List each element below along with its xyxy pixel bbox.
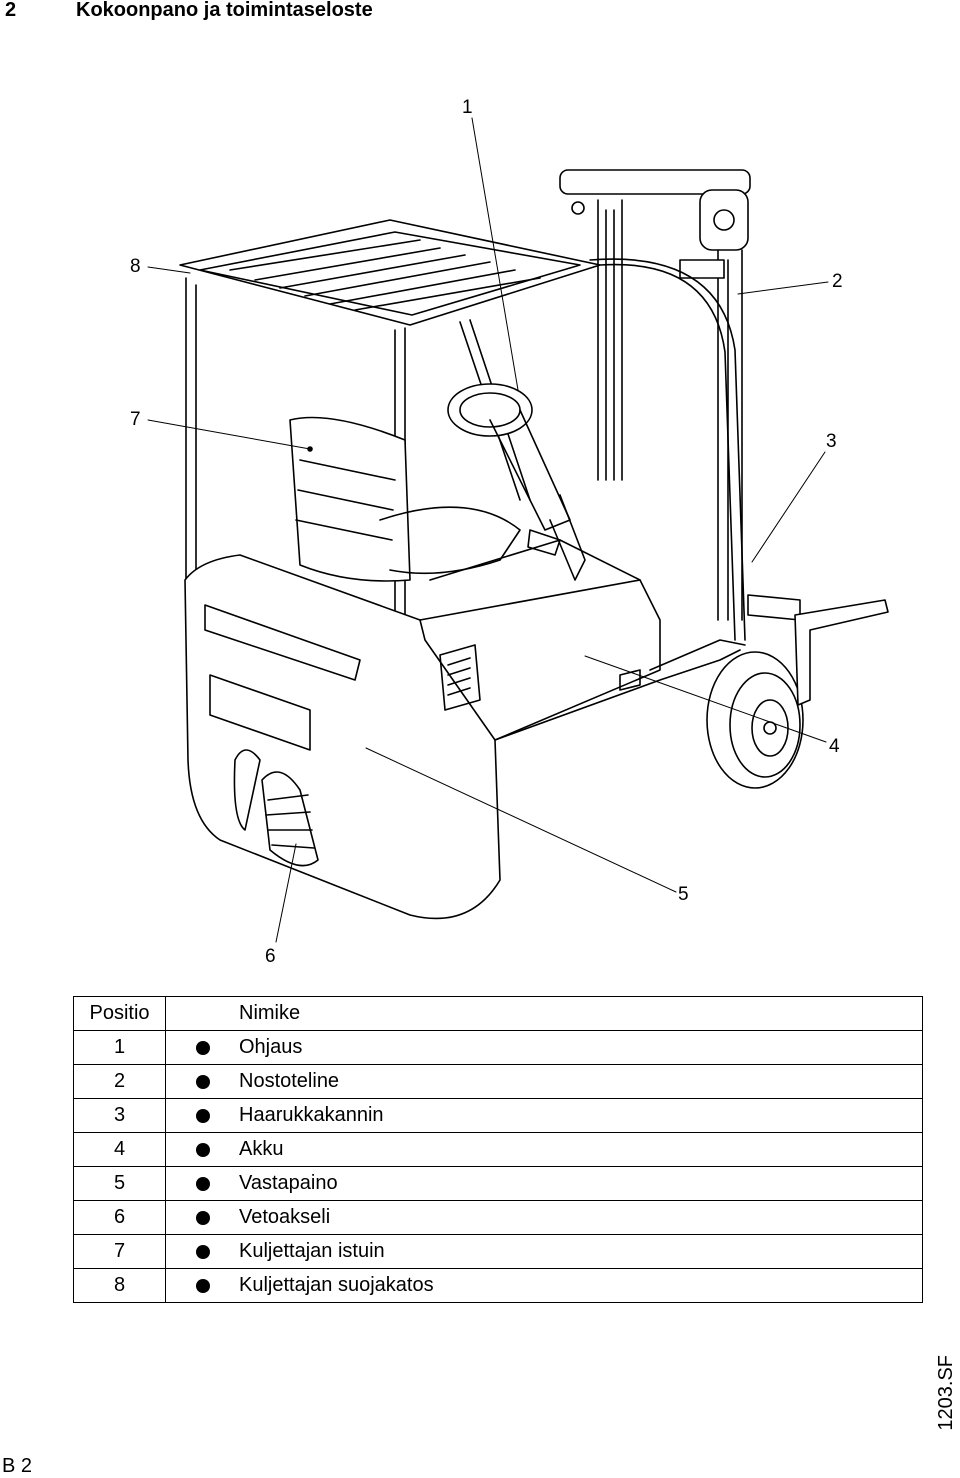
bullet-icon (165, 1234, 239, 1269)
page-number: B 2 (2, 1455, 33, 1477)
document-code: 1203.SF (935, 1355, 957, 1431)
bullet-icon (165, 1064, 239, 1099)
forklift-illustration: 1 2 3 4 5 6 7 8 (0, 60, 960, 980)
legend-name: Akku (239, 1132, 923, 1167)
bullet-icon (165, 1132, 239, 1167)
legend-name: Nostoteline (239, 1064, 923, 1099)
leader-lines (147, 117, 829, 943)
forks-drawing (747, 594, 889, 706)
chassis-drawing (184, 539, 746, 920)
legend-name: Kuljettajan istuin (239, 1234, 923, 1269)
legend-row: 5 Vastapaino (73, 1166, 923, 1201)
legend-table: Positio Nimike 1 Ohjaus 2 Nostoteline 3 … (73, 996, 923, 1303)
legend-position: 1 (73, 1030, 166, 1065)
bullet-icon (165, 1268, 239, 1303)
callout-8: 8 (130, 256, 141, 277)
legend-row: 1 Ohjaus (73, 1030, 923, 1065)
legend-row: 3 Haarukkakannin (73, 1098, 923, 1133)
legend-header-row: Positio Nimike (73, 996, 923, 1031)
forklift-drawing (147, 117, 889, 943)
legend-position: 2 (73, 1064, 166, 1099)
callout-2: 2 (832, 271, 843, 292)
legend-row: 2 Nostoteline (73, 1064, 923, 1099)
legend-name: Vetoakseli (239, 1200, 923, 1235)
bullet-icon (165, 1098, 239, 1133)
rear-wheel-drawing (233, 749, 319, 867)
seat-drawing (289, 416, 521, 582)
bullet-icon (165, 1166, 239, 1201)
page-header: 2 Kokoonpano ja toimintaseloste (0, 0, 960, 26)
legend-header-spacer (165, 996, 239, 1031)
section-number: 2 (5, 0, 17, 21)
legend-row: 8 Kuljettajan suojakatos (73, 1268, 923, 1303)
callout-5: 5 (678, 884, 689, 905)
bullet-icon (165, 1030, 239, 1065)
callout-4: 4 (829, 736, 840, 757)
overhead-guard-drawing (179, 219, 746, 646)
legend-position: 3 (73, 1098, 166, 1133)
callout-7: 7 (130, 409, 141, 430)
legend-position: 6 (73, 1200, 166, 1235)
legend-position: 5 (73, 1166, 166, 1201)
legend-position: 4 (73, 1132, 166, 1167)
mast-drawing (559, 169, 751, 621)
legend-name: Haarukkakannin (239, 1098, 923, 1133)
legend-position: 8 (73, 1268, 166, 1303)
callout-1: 1 (462, 97, 473, 118)
legend-position: 7 (73, 1234, 166, 1269)
legend-header-position: Positio (73, 996, 166, 1031)
callout-3: 3 (826, 431, 837, 452)
legend-row: 4 Akku (73, 1132, 923, 1167)
bullet-icon (165, 1200, 239, 1235)
legend-name: Ohjaus (239, 1030, 923, 1065)
steering-drawing (447, 383, 586, 581)
legend-header-name: Nimike (239, 996, 923, 1031)
callout-6: 6 (265, 946, 276, 967)
legend-row: 7 Kuljettajan istuin (73, 1234, 923, 1269)
legend-name: Vastapaino (239, 1166, 923, 1201)
section-title: Kokoonpano ja toimintaseloste (76, 0, 373, 21)
front-wheel-drawing (706, 651, 804, 789)
legend-row: 6 Vetoakseli (73, 1200, 923, 1235)
legend-name: Kuljettajan suojakatos (239, 1268, 923, 1303)
